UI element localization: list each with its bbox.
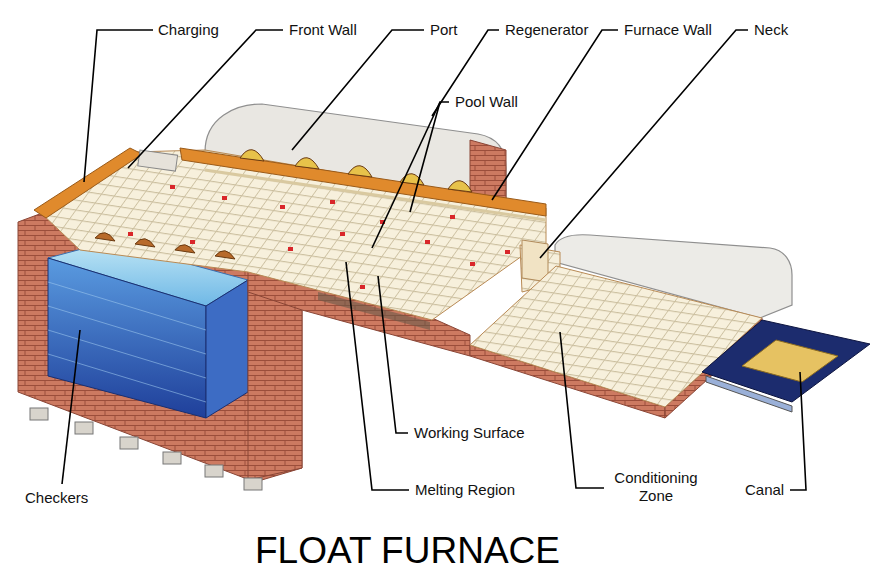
part-label: Checkers <box>25 489 88 507</box>
ports <box>240 150 472 192</box>
part-label: Port <box>430 21 458 39</box>
front-wall <box>34 148 142 218</box>
part-label: Regenerator <box>505 21 588 39</box>
neck-block <box>522 240 548 282</box>
part-label: Pool Wall <box>455 93 518 111</box>
part-label: Canal <box>745 481 784 499</box>
part-label: Conditioning Zone <box>606 469 706 505</box>
leader-lines <box>62 30 806 490</box>
checker-wall <box>248 280 302 480</box>
checker-side <box>206 280 248 418</box>
furnace-wall <box>180 148 546 216</box>
part-label: Furnace Wall <box>624 21 712 39</box>
checker-front <box>48 258 206 418</box>
flue-ducts <box>30 408 262 490</box>
diagram-title: FLOAT FURNACE <box>180 530 635 572</box>
part-label: Neck <box>754 21 788 39</box>
part-label: Working Surface <box>414 424 525 442</box>
part-label: Front Wall <box>289 21 357 39</box>
part-label: Melting Region <box>415 481 515 499</box>
part-label: Charging <box>158 21 219 39</box>
